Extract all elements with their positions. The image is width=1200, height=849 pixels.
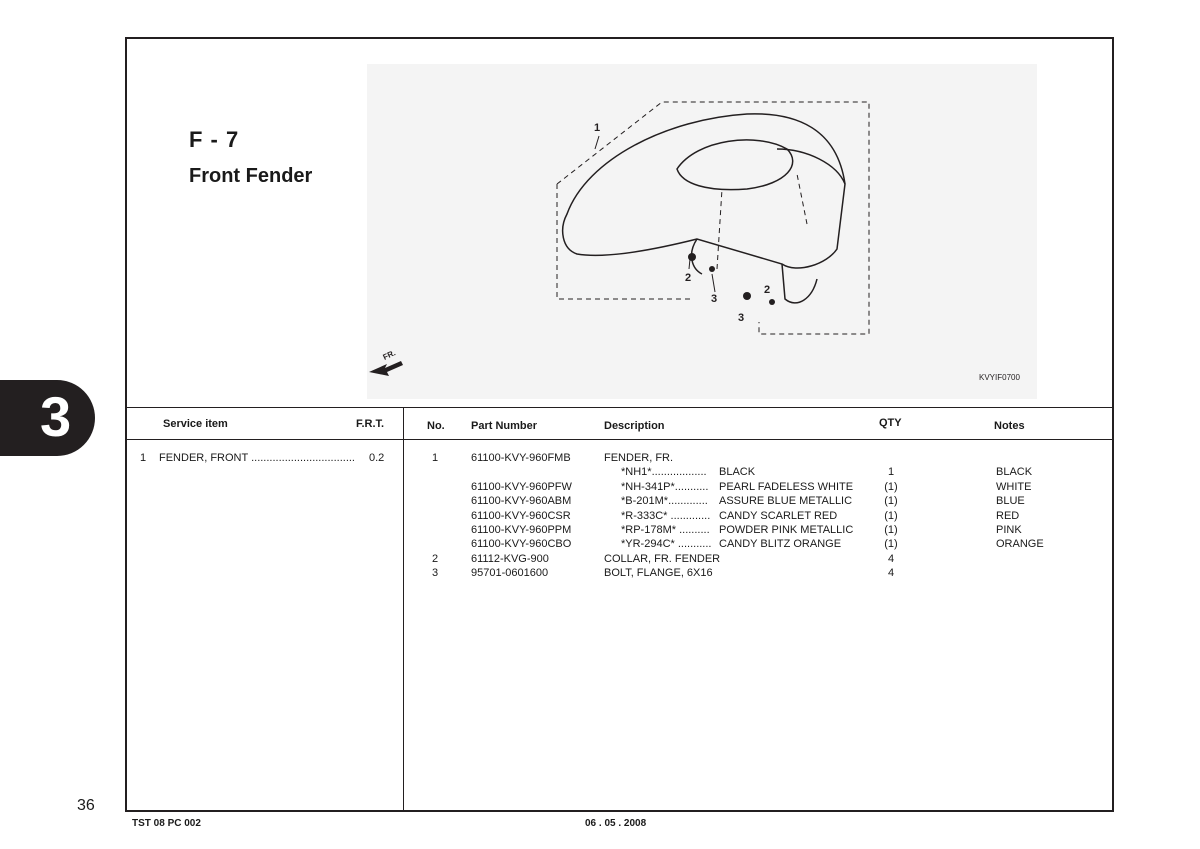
part-no: 1 [432,452,439,464]
callout-3a: 3 [711,293,717,305]
table-top-rule [127,407,1112,408]
figure-code: F - 7 [189,127,240,152]
color-code: *RP-178M* .......... [621,524,710,536]
catalog-page-frame: F - 7 Front Fender 1 2 3 2 3 [125,37,1114,829]
color-code: *YR-294C* ........... [621,538,712,551]
part-notes: BLUE [996,495,1025,508]
table-column-divider [403,407,404,810]
color-code: *NH1*.................. [621,466,707,479]
part-description: BLACK [719,466,756,479]
header-service-item: Service item [163,418,228,430]
part-number: 61112-KVG-900 [471,552,549,565]
part-number: 61100-KVY-960FMB [471,452,571,464]
part-description: CANDY BLITZ ORANGE [719,538,842,551]
part-notes: BLACK [996,466,1033,479]
callout-3b: 3 [738,312,744,324]
footer-doc-code: TST 08 PC 002 [132,818,201,829]
part-number: 61100-KVY-960ABM [471,495,572,508]
part-description: COLLAR, FR. FENDER [604,552,721,565]
part-no: 3 [432,567,439,580]
part-description: CANDY SCARLET RED [719,509,838,522]
part-qty: (1) [884,495,898,508]
part-number: 61100-KVY-960PFW [471,480,572,493]
page-number: 36 [77,797,95,814]
part-notes: RED [996,509,1020,522]
part-qty: (1) [884,538,898,551]
front-fender-diagram: 1 2 3 2 3 FR. KVYIF0700 [367,64,1037,399]
color-code: *B-201M*............. [621,495,708,508]
service-row-no: 1 [140,452,147,464]
part-description: ASSURE BLUE METALLIC [719,495,853,508]
section-tab: 3 [0,380,95,456]
part-description: BOLT, FLANGE, 6X16 [604,567,713,580]
header-frt: F.R.T. [356,418,385,430]
table-header-rule [127,439,1112,440]
part-qty: (1) [884,524,898,536]
part-qty: (1) [884,480,898,493]
part-description: PEARL FADELESS WHITE [719,480,854,493]
part-description: POWDER PINK METALLIC [719,524,854,536]
part-number: 61100-KVY-960CBO [471,538,572,551]
callout-2a: 2 [685,272,691,284]
part-number: 61100-KVY-960PPM [471,524,572,536]
front-direction-arrow-icon [369,361,403,376]
header-notes: Notes [994,420,1025,432]
figure-id: KVYIF0700 [979,373,1020,382]
part-qty: 4 [887,567,895,580]
page-title: Front Fender [189,165,313,187]
callout-2b: 2 [764,284,770,296]
part-qty: 4 [887,552,895,565]
header-part-number: Part Number [471,420,538,432]
part-no: 2 [432,552,439,565]
part-number: 61100-KVY-960CSR [471,509,571,522]
part-notes: ORANGE [996,538,1044,551]
section-tab-number: 3 [40,385,72,448]
footer-date: 06 . 05 . 2008 [585,818,647,829]
color-code: *NH-341P*........... [621,480,709,493]
header-description: Description [604,420,665,432]
header-no: No. [427,420,445,432]
color-code: *R-333C* ............. [621,509,711,522]
part-notes: PINK [996,524,1022,536]
part-number: 95701-0601600 [471,567,549,580]
service-row-item: FENDER, FRONT ..........................… [159,452,355,464]
header-qty: QTY [879,417,902,429]
part-qty: (1) [884,509,898,522]
callout-1: 1 [594,122,600,134]
part-qty: 1 [887,466,895,479]
service-row-frt: 0.2 [369,452,385,464]
part-notes: WHITE [996,480,1032,493]
part-description: FENDER, FR. [604,452,674,464]
